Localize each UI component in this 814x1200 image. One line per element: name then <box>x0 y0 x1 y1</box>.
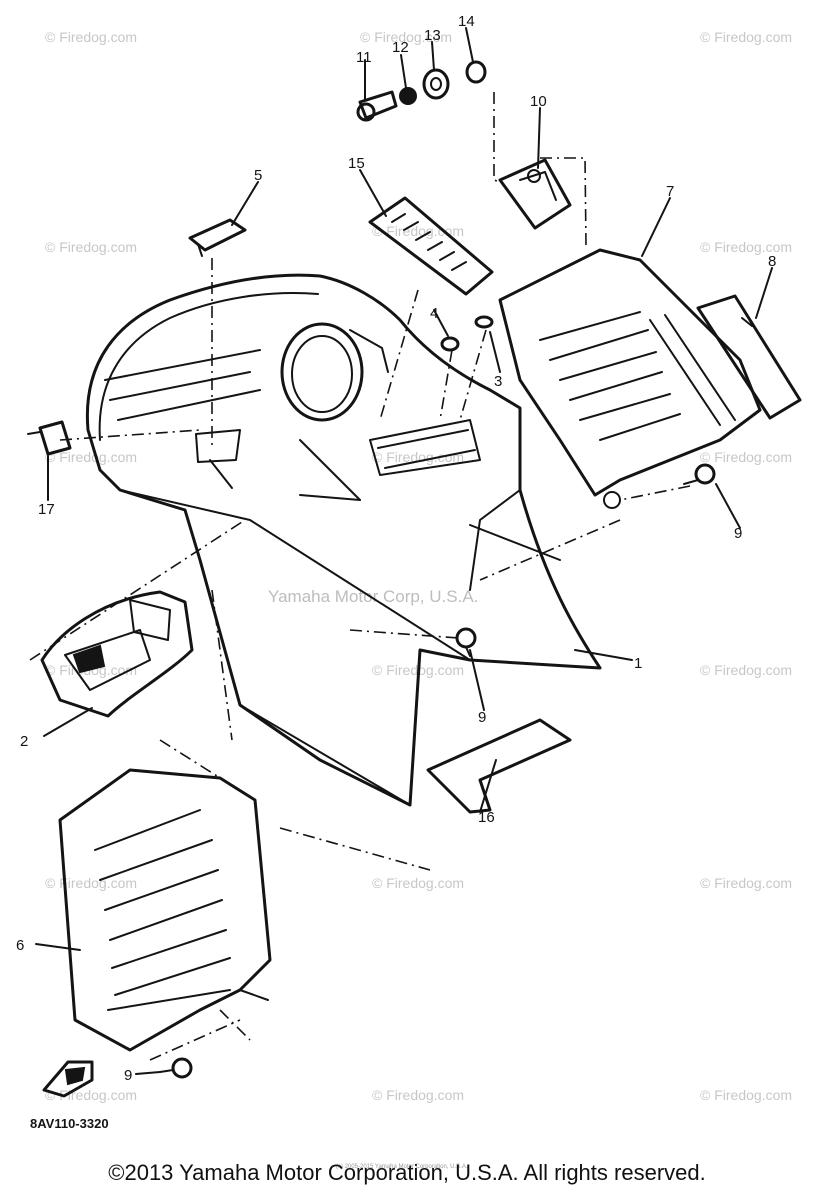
watermark: © Firedog.com <box>45 875 137 891</box>
watermark: © Firedog.com <box>45 29 137 45</box>
part-4-clip <box>440 336 460 352</box>
tiny-notice: (c) 2005-2015 Yamaha Motor Corporation, … <box>336 1164 468 1170</box>
callout-9: 9 <box>478 709 486 726</box>
callout-16: 16 <box>478 809 495 826</box>
part-1-front-cowl <box>85 273 602 807</box>
copyright-notice: ©2013 Yamaha Motor Corporation, U.S.A. A… <box>108 1160 706 1185</box>
callout-9: 9 <box>124 1067 132 1084</box>
part-17-clip <box>27 420 72 456</box>
callout-5: 5 <box>254 167 262 184</box>
watermarks: © Firedog.com © Firedog.com © Firedog.co… <box>45 29 792 1103</box>
part-9-screw <box>455 627 477 657</box>
callout-12: 12 <box>392 39 409 56</box>
assembly-lines <box>29 92 691 1061</box>
watermark: © Firedog.com <box>372 449 464 465</box>
watermark: © Firedog.com <box>360 29 452 45</box>
callout-17: 17 <box>38 501 55 518</box>
watermark: © Firedog.com <box>45 1087 137 1103</box>
watermark: © Firedog.com <box>700 1087 792 1103</box>
watermark: © Firedog.com <box>700 449 792 465</box>
part-13-washer <box>422 68 450 100</box>
part-9-screw <box>159 1057 193 1079</box>
part-8-pad <box>696 294 802 420</box>
callout-8: 8 <box>768 253 776 270</box>
part-6-left-panel <box>58 768 272 1052</box>
callout-9: 9 <box>734 525 742 542</box>
part-11-bolt <box>356 90 398 122</box>
watermark: © Firedog.com <box>372 1087 464 1103</box>
callout-1: 1 <box>634 655 642 672</box>
watermark: © Firedog.com <box>700 29 792 45</box>
callout-2: 2 <box>20 733 28 750</box>
part-10-bracket <box>498 158 572 230</box>
callout-3: 3 <box>494 373 502 390</box>
callout-11: 11 <box>356 49 372 66</box>
part-5-cap <box>188 218 247 257</box>
watermark: © Firedog.com <box>700 875 792 891</box>
part-3-clip <box>474 315 494 329</box>
callout-13: 13 <box>424 27 441 44</box>
callout-15: 15 <box>348 155 365 172</box>
callout-10: 10 <box>530 93 547 110</box>
watermark: © Firedog.com <box>372 875 464 891</box>
watermark: © Firedog.com <box>700 662 792 678</box>
callout-4: 4 <box>430 305 438 322</box>
watermark: © Firedog.com <box>700 239 792 255</box>
part-12-nut <box>399 87 417 105</box>
part-14-grommet <box>465 60 487 84</box>
leader-lines <box>35 27 773 1075</box>
callout-14: 14 <box>458 13 475 30</box>
callouts: 11 12 13 14 10 15 5 7 8 4 3 9 1 9 16 2 6… <box>16 13 776 1084</box>
callout-6: 6 <box>16 937 24 954</box>
part-7-right-panel <box>498 248 762 509</box>
watermark: © Firedog.com <box>45 449 137 465</box>
part-16-cover <box>426 718 572 814</box>
part-9-screw <box>683 463 716 485</box>
diagram-code: 8AV110-3320 <box>30 1116 109 1131</box>
part-15-decal <box>368 196 494 296</box>
watermark: © Firedog.com <box>45 239 137 255</box>
callout-7: 7 <box>666 183 674 200</box>
part-2-instrument-panel <box>40 590 194 718</box>
small-fastener <box>42 1060 94 1098</box>
center-watermark: Yamaha Motor Corp, U.S.A. <box>268 587 478 606</box>
